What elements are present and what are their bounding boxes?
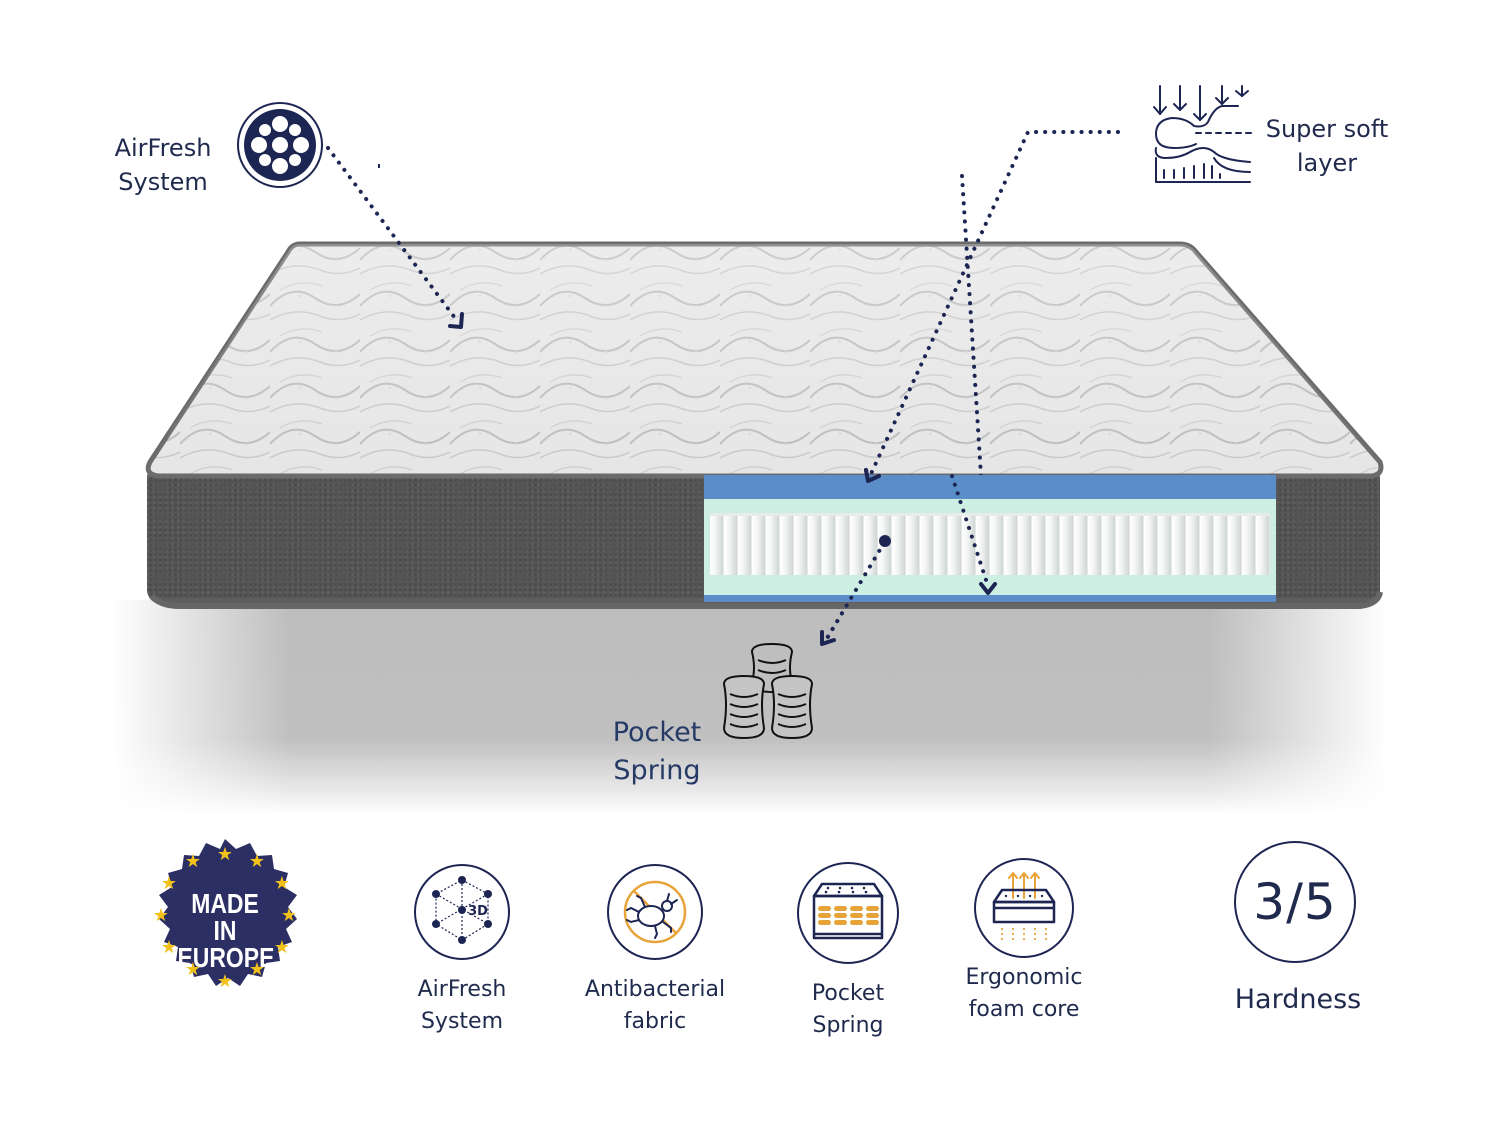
callout-airfresh-line1: AirFresh: [114, 134, 212, 162]
no-mites-icon: [623, 880, 687, 944]
svg-text:★: ★: [217, 971, 233, 992]
callout-super-soft-line1: Super soft: [1265, 115, 1389, 143]
badge-line1: MADE IN: [191, 888, 259, 946]
foam-layer: [704, 499, 1276, 595]
callout-airfresh-line2: System: [118, 168, 208, 196]
coil-springs-icon: [722, 642, 814, 740]
feature-pocket-spring-line1: Pocket: [811, 981, 885, 1006]
callout-super-soft-label: Super soft layer: [1258, 112, 1396, 180]
3d-mesh-icon: 3D: [432, 876, 492, 944]
feature-airfresh-circle: 3D: [414, 864, 510, 960]
badge-text: MADE IN EUROPE: [177, 888, 275, 973]
feature-airfresh-line2: System: [420, 1009, 504, 1034]
feature-ergonomic-foam-circle: [974, 858, 1074, 958]
airfresh-pointer: [326, 146, 460, 324]
feature-ergonomic-foam-line1: Ergonomic: [965, 965, 1083, 990]
hardness-rating-circle: 3/5: [1234, 841, 1356, 963]
hardness-label: Hardness: [1234, 984, 1362, 1015]
svg-text:★: ★: [153, 905, 169, 926]
svg-text:★: ★: [281, 905, 297, 926]
callout-airfresh-label: AirFresh System: [104, 131, 222, 199]
hardness-value: 3/5: [1253, 873, 1337, 931]
svg-text:★: ★: [217, 844, 233, 865]
svg-text:★: ★: [185, 959, 201, 980]
pocket-spring-layer: [710, 513, 1270, 575]
svg-text:★: ★: [161, 873, 177, 894]
feature-pocket-spring: Pocket Spring: [758, 862, 938, 1042]
feature-airfresh-line1: AirFresh: [417, 977, 507, 1002]
feature-antibacterial: Antibacterial fabric: [565, 864, 745, 1038]
feature-pocket-spring-line2: Spring: [812, 1013, 884, 1038]
pressure-layer-icon: [1153, 85, 1253, 183]
feature-ergonomic-foam-label: Ergonomic foam core: [934, 962, 1114, 1026]
svg-text:3D: 3D: [468, 904, 488, 919]
feature-ergonomic-foam-line2: foam core: [968, 997, 1080, 1022]
callout-pocket-spring-line1: Pocket: [612, 717, 702, 748]
mattress-springs-icon: [812, 882, 884, 940]
feature-airfresh: 3D AirFresh System: [372, 864, 552, 1038]
svg-text:★: ★: [161, 937, 177, 958]
mattress-cross-section: [704, 475, 1276, 602]
svg-text:★: ★: [274, 873, 290, 894]
svg-text:★: ★: [249, 959, 265, 980]
airflow-holes-icon: [237, 102, 323, 188]
callout-pocket-spring-label: Pocket Spring: [598, 714, 716, 790]
feature-ergonomic-foam: Ergonomic foam core: [934, 858, 1114, 1026]
svg-text:★: ★: [274, 937, 290, 958]
foam-ventilation-icon: [992, 872, 1056, 942]
feature-pocket-spring-label: Pocket Spring: [758, 978, 938, 1042]
feature-airfresh-label: AirFresh System: [372, 974, 552, 1038]
badge-line2: EUROPE: [177, 942, 275, 973]
callout-super-soft-line2: layer: [1296, 149, 1358, 177]
feature-antibacterial-label: Antibacterial fabric: [565, 974, 745, 1038]
feature-antibacterial-line2: fabric: [623, 1009, 687, 1034]
svg-text:★: ★: [249, 851, 265, 872]
made-in-europe-badge: ★ ★ ★ ★ ★ ★ ★ ★ ★ ★ ★ ★: [153, 839, 297, 992]
feature-pocket-spring-circle: [797, 862, 899, 964]
svg-text:★: ★: [185, 851, 201, 872]
feature-antibacterial-line1: Antibacterial: [584, 977, 726, 1002]
callout-pocket-spring-line2: Spring: [613, 755, 701, 786]
feature-antibacterial-circle: [607, 864, 703, 960]
